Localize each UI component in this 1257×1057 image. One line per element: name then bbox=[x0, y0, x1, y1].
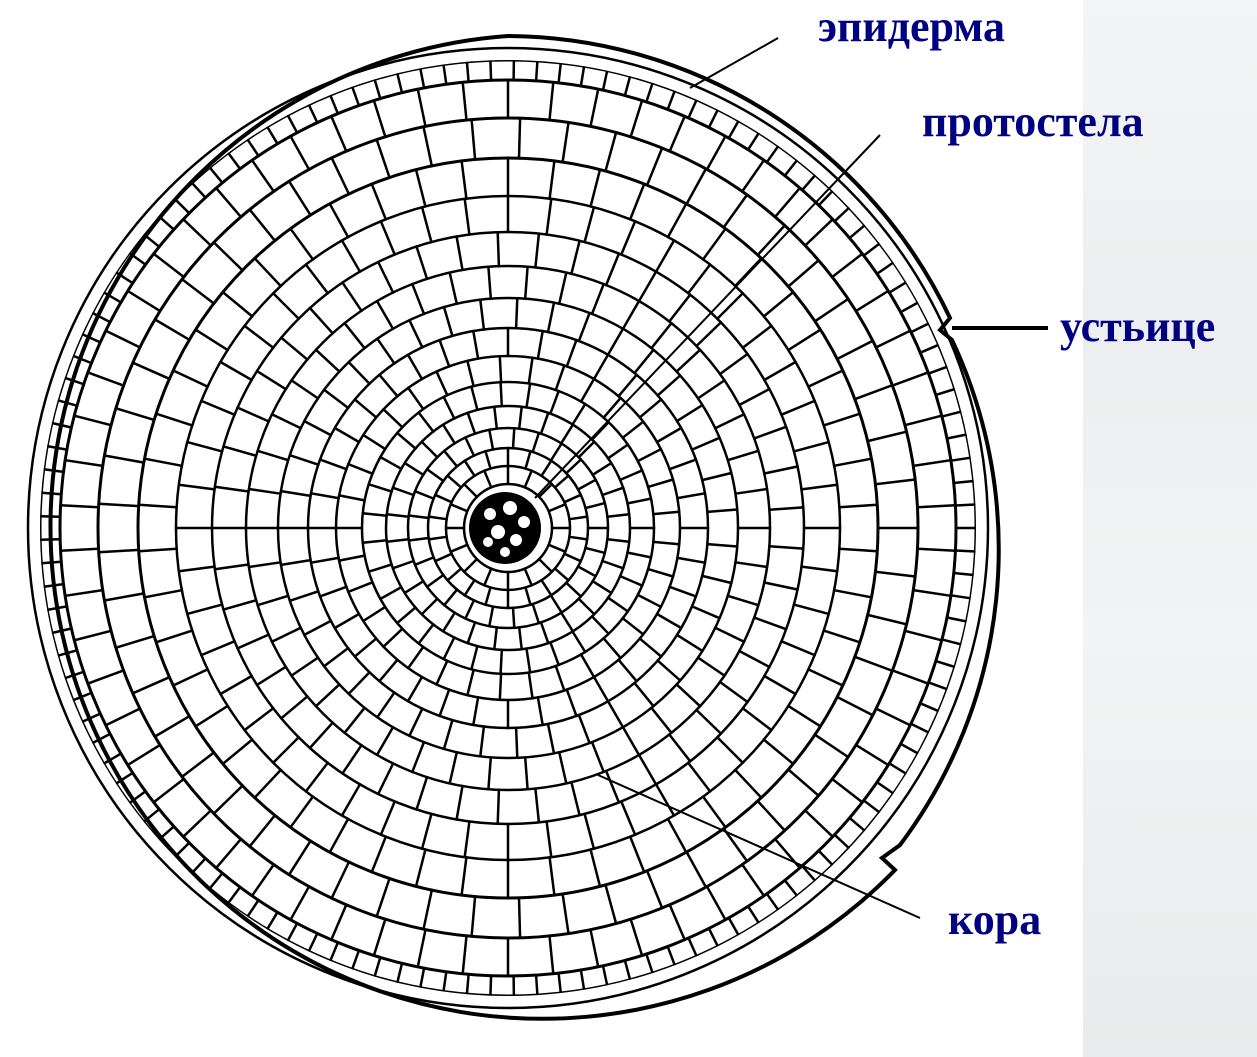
cell-wall bbox=[498, 232, 499, 266]
protostele bbox=[469, 492, 541, 564]
cell-wall bbox=[467, 974, 469, 994]
cell-wall bbox=[513, 428, 514, 448]
cell-wall bbox=[490, 60, 491, 80]
cell-wall bbox=[40, 539, 60, 540]
cell-wall bbox=[536, 975, 537, 995]
cell-wall bbox=[955, 505, 975, 506]
cell-wall bbox=[467, 62, 469, 82]
cell-wall bbox=[516, 298, 517, 328]
cell-wall bbox=[516, 728, 517, 758]
cell-wall bbox=[500, 674, 501, 700]
cell-wall bbox=[41, 493, 61, 495]
cortex-label: кора bbox=[948, 898, 1041, 942]
cell-wall bbox=[955, 551, 975, 552]
cell-wall bbox=[40, 516, 60, 517]
epidermis-leader bbox=[690, 38, 778, 88]
cell-wall bbox=[519, 118, 520, 158]
cell-wall bbox=[498, 790, 499, 824]
stoma-label: устьице bbox=[1060, 305, 1215, 349]
epidermis-label: эпидерма bbox=[818, 5, 1005, 49]
protostele-label: протостела bbox=[922, 100, 1144, 144]
cell-wall bbox=[41, 562, 61, 564]
cell-wall bbox=[500, 356, 501, 382]
cell-wall bbox=[501, 650, 502, 674]
cell-wall bbox=[501, 382, 502, 406]
cell-wall bbox=[519, 898, 520, 938]
cell-wall bbox=[490, 976, 491, 996]
cell-wall bbox=[513, 608, 514, 628]
cell-wall bbox=[536, 61, 537, 81]
